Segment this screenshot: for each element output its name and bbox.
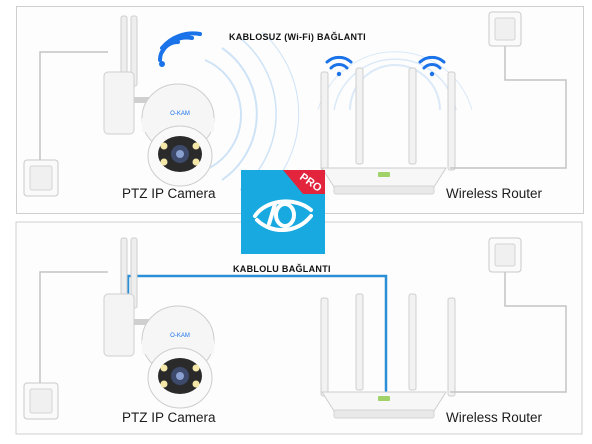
router-wifi-icon-right xyxy=(418,55,446,77)
wired-connection-title: KABLOLU BAĞLANTI xyxy=(233,264,331,274)
power-cable-right xyxy=(450,46,567,169)
wireless-router-bottom xyxy=(320,293,456,419)
wall-socket-bottom-left xyxy=(23,382,59,420)
power-cable-bottom-left xyxy=(39,271,108,383)
power-cable-bottom-right xyxy=(450,272,567,393)
camera-label-wireless: PTZ IP Camera xyxy=(122,186,216,201)
camera-brand-bottom: O-KAM xyxy=(170,333,190,339)
wall-socket-bottom-right xyxy=(488,237,522,273)
okam-pro-app-logo: PRO xyxy=(241,170,325,254)
router-wifi-waves xyxy=(317,51,473,111)
camera-label-wired: PTZ IP Camera xyxy=(122,410,216,425)
router-wifi-icon-left xyxy=(325,55,353,77)
wall-socket-left xyxy=(23,159,59,197)
eye-logo-icon xyxy=(253,199,313,233)
router-label-wireless: Wireless Router xyxy=(446,186,543,201)
wall-socket-right xyxy=(488,11,522,47)
ptz-camera-wireless xyxy=(103,15,215,187)
ethernet-cable xyxy=(126,274,388,392)
ptz-camera-wired xyxy=(103,237,215,409)
wireless-connection-title: KABLOSUZ (Wi-Fi) BAĞLANTI xyxy=(229,32,366,42)
camera-wifi-icon xyxy=(158,31,202,67)
camera-brand-top: O-KAM xyxy=(170,111,190,117)
wireless-router-top xyxy=(320,67,456,195)
pro-badge xyxy=(283,170,325,194)
router-label-wired: Wireless Router xyxy=(446,410,543,425)
camera-wifi-waves xyxy=(204,31,300,197)
power-cable-left xyxy=(39,51,108,160)
